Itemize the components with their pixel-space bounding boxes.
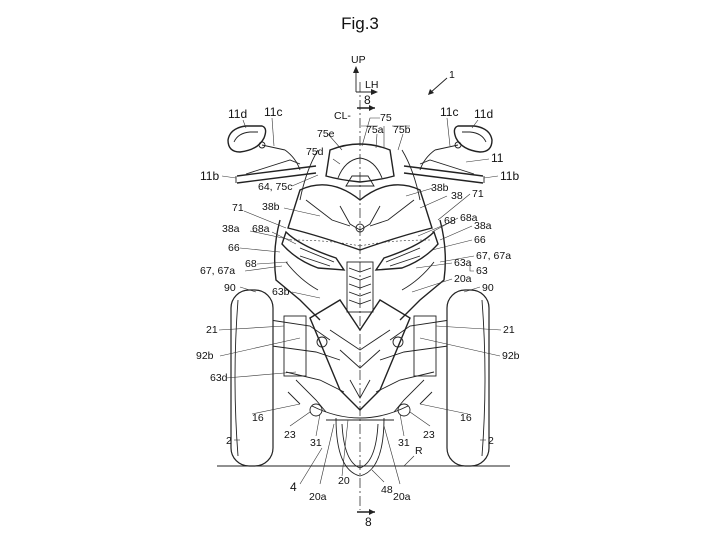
leader-lines xyxy=(218,117,502,485)
label-23-right: 23 xyxy=(423,429,435,441)
label-75: 75 xyxy=(380,112,392,124)
suspension xyxy=(269,315,451,417)
label-68a-left: 68a xyxy=(252,223,270,235)
label-68-right: 68 xyxy=(444,215,456,227)
label-20a-top: 20a xyxy=(454,273,472,285)
label-11c-left: 11c xyxy=(264,105,282,119)
ground-ref-label: R xyxy=(415,445,423,457)
rear-tire xyxy=(335,417,385,477)
label-71-left: 71 xyxy=(232,202,244,214)
center-grille xyxy=(346,261,374,313)
section-marker-top xyxy=(357,105,375,111)
figure-title: Fig.3 xyxy=(341,14,379,33)
label-31-left: 31 xyxy=(310,437,322,449)
label-11b-left: 11b xyxy=(200,169,219,183)
lower-fascia xyxy=(309,299,411,411)
label-31-right: 31 xyxy=(398,437,410,449)
label-67-67a-right: 67, 67a xyxy=(476,250,511,262)
label-66-left: 66 xyxy=(228,242,240,254)
side-cowls xyxy=(273,219,447,321)
label-2-left: 2 xyxy=(226,435,232,447)
section-label-top: 8 xyxy=(364,93,371,107)
label-23-left: 23 xyxy=(284,429,296,441)
left-mirror xyxy=(227,125,286,153)
label-11c-right: 11c xyxy=(440,105,458,119)
label-38a-right: 38a xyxy=(474,220,492,232)
section-label-bottom: 8 xyxy=(365,515,372,529)
label-21-left: 21 xyxy=(206,324,218,336)
label-38b-left: 38b xyxy=(262,201,280,213)
label-75e: 75e xyxy=(317,128,335,140)
label-48: 48 xyxy=(381,484,393,496)
label-4: 4 xyxy=(290,480,297,494)
label-68a-right: 68a xyxy=(460,212,478,224)
label-16-left: 16 xyxy=(252,412,264,424)
label-16-right: 16 xyxy=(460,412,472,424)
label-63d: 63d xyxy=(210,372,228,384)
center-line-label: CL- xyxy=(334,110,351,122)
label-38b-right: 38b xyxy=(431,182,449,194)
lh-label: LH xyxy=(365,79,378,91)
label-92b-right: 92b xyxy=(502,350,520,362)
label-11: 11 xyxy=(491,151,504,165)
handlebars xyxy=(235,149,485,184)
label-63a: 63a xyxy=(454,257,472,269)
label-20a-right: 20a xyxy=(393,491,411,503)
label-63b: 63b xyxy=(272,286,290,298)
label-38-right: 38 xyxy=(451,190,463,202)
orientation-arrows xyxy=(353,66,378,95)
assembly-ref-leader xyxy=(429,77,448,94)
label-2-right: 2 xyxy=(488,435,494,447)
section-marker-bottom xyxy=(357,509,375,515)
label-75b: 75b xyxy=(393,124,411,136)
label-11d-right: 11d xyxy=(474,107,493,121)
label-75a: 75a xyxy=(366,124,384,136)
label-11b-right: 11b xyxy=(500,169,519,183)
label-66-right: 66 xyxy=(474,234,486,246)
label-21-right: 21 xyxy=(503,324,515,336)
label-20a-left: 20a xyxy=(309,491,327,503)
right-mirror xyxy=(434,125,493,153)
label-75d: 75d xyxy=(306,146,324,158)
headlights xyxy=(281,230,439,271)
up-label: UP xyxy=(351,54,366,66)
assembly-ref-label: 1 xyxy=(449,69,455,81)
label-90-right: 90 xyxy=(482,282,494,294)
label-68-left: 68 xyxy=(245,258,257,270)
label-67-67a-left: 67, 67a xyxy=(200,265,235,277)
label-11d-left: 11d xyxy=(228,107,247,121)
label-63: 63 xyxy=(476,265,488,277)
label-71-right: 71 xyxy=(472,188,484,200)
label-38a-left: 38a xyxy=(222,223,240,235)
left-front-tire xyxy=(230,289,274,467)
right-front-tire xyxy=(446,289,490,467)
upper-cowl xyxy=(287,184,433,251)
label-90-left: 90 xyxy=(224,282,236,294)
label-20: 20 xyxy=(338,475,350,487)
label-92b-left: 92b xyxy=(196,350,214,362)
label-64-75c: 64, 75c xyxy=(258,181,292,193)
lower-guard xyxy=(311,405,409,421)
